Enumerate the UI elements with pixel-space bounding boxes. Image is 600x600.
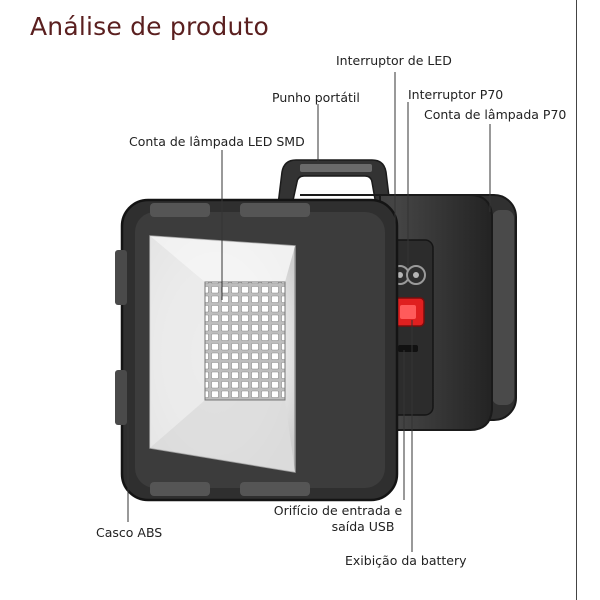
page-title: Análise de produto (30, 12, 270, 41)
label-handle: Punho portátil (272, 90, 360, 105)
p70-switch-core (413, 272, 419, 278)
right-border-line (576, 0, 577, 600)
frame-grip-top-left (150, 203, 210, 217)
label-smd-bead: Conta de lâmpada LED SMD (129, 134, 305, 149)
rear-lamp-edge (492, 210, 514, 405)
reflector-left (150, 236, 205, 448)
battery-display-glow (400, 305, 416, 319)
frame-grip-top-right (240, 203, 310, 217)
label-battery: Exibição da battery (345, 553, 467, 568)
label-p70-switch: Interruptor P70 (408, 87, 504, 102)
frame-grip-bottom-right (240, 482, 310, 496)
label-usb-line2: saída USB (331, 519, 395, 534)
label-led-switch: Interruptor de LED (336, 53, 452, 68)
leader-lines (127, 72, 491, 552)
smd-led-array (204, 281, 286, 401)
frame-grip-bottom-left (150, 482, 210, 496)
frame-side-grip-lower (115, 370, 127, 425)
frame-side-grip-upper (115, 250, 127, 305)
handle-grip (300, 164, 372, 172)
usb-port (398, 345, 418, 352)
label-usb-line1: Orifício de entrada e (273, 503, 403, 518)
reflector-bottom (150, 400, 295, 472)
label-abs-shell: Casco ABS (96, 525, 163, 540)
label-p70-bead: Conta de lâmpada P70 (424, 107, 567, 122)
led-switch-core (397, 272, 403, 278)
